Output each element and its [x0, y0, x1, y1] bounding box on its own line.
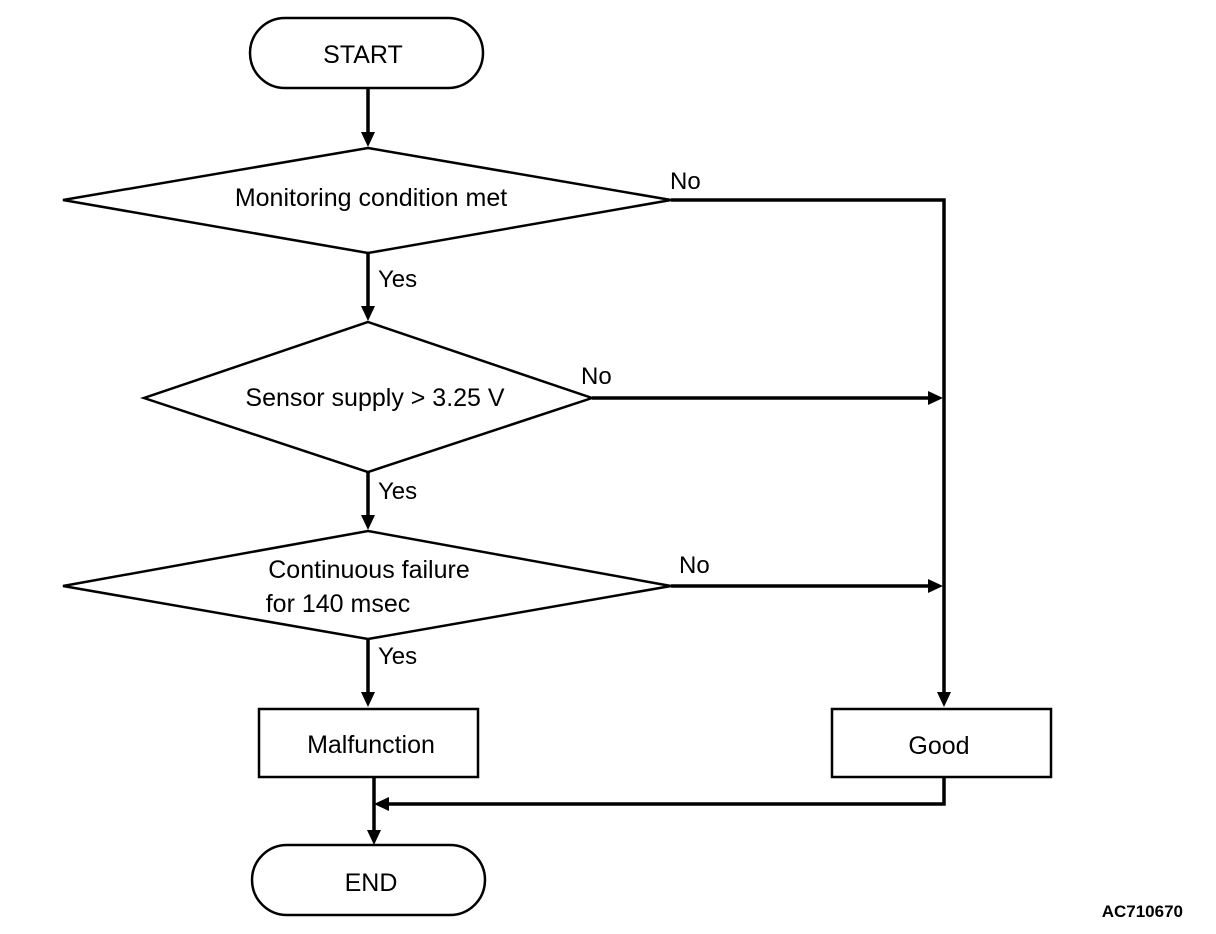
- arrowhead-left-icon: [374, 797, 389, 811]
- arrowhead-down-icon: [361, 692, 375, 707]
- continuous-no-label: No: [679, 552, 710, 579]
- arrowhead-down-icon: [361, 515, 375, 530]
- malfunction-label: Malfunction: [307, 731, 435, 759]
- arrowhead-down-icon: [367, 830, 381, 845]
- monitoring-condition-label: Monitoring condition met: [235, 184, 507, 212]
- good-label: Good: [908, 732, 969, 760]
- start-label: START: [323, 41, 403, 69]
- arrowhead-right-icon: [928, 579, 943, 593]
- start-terminal-shape: [248, 16, 485, 90]
- supply-yes-label: Yes: [378, 478, 417, 505]
- continuous-failure-label-line1: Continuous failure: [268, 556, 470, 584]
- continuous-failure-decision-shape: [62, 529, 672, 641]
- end-label: END: [345, 869, 398, 897]
- continuous-failure-label-line2: for 140 msec: [266, 590, 411, 618]
- malfunction-box-shape: [257, 707, 480, 779]
- node-good: Good: [830, 707, 1053, 779]
- arrowhead-down-icon: [361, 306, 375, 321]
- node-continuous-failure: Continuous failure for 140 msec: [62, 529, 672, 641]
- arrowhead-down-icon: [361, 132, 375, 147]
- node-malfunction: Malfunction: [257, 707, 480, 779]
- node-start: START: [248, 16, 485, 90]
- node-end: END: [250, 843, 487, 917]
- sensor-supply-decision-shape: [140, 320, 596, 474]
- node-monitoring-condition: Monitoring condition met: [62, 146, 672, 255]
- good-box-shape: [830, 707, 1053, 779]
- monitoring-decision-shape: [62, 146, 672, 255]
- figure-id-label: AC710670: [1102, 902, 1183, 921]
- connector-good-to-merge: [387, 777, 946, 806]
- monitoring-no-label: No: [670, 168, 701, 195]
- arrowhead-right-icon: [928, 391, 943, 405]
- sensor-supply-label: Sensor supply > 3.25 V: [245, 384, 505, 412]
- monitoring-yes-label: Yes: [378, 266, 417, 293]
- connectors: [361, 88, 951, 845]
- connector-monitoring-no: [671, 198, 946, 694]
- node-sensor-supply: Sensor supply > 3.25 V: [140, 320, 596, 474]
- supply-no-label: No: [581, 363, 612, 390]
- arrowhead-down-icon: [937, 692, 951, 707]
- continuous-yes-label: Yes: [378, 643, 417, 670]
- end-terminal-shape: [250, 843, 487, 917]
- branch-labels: No Yes No Yes No Yes: [378, 168, 710, 670]
